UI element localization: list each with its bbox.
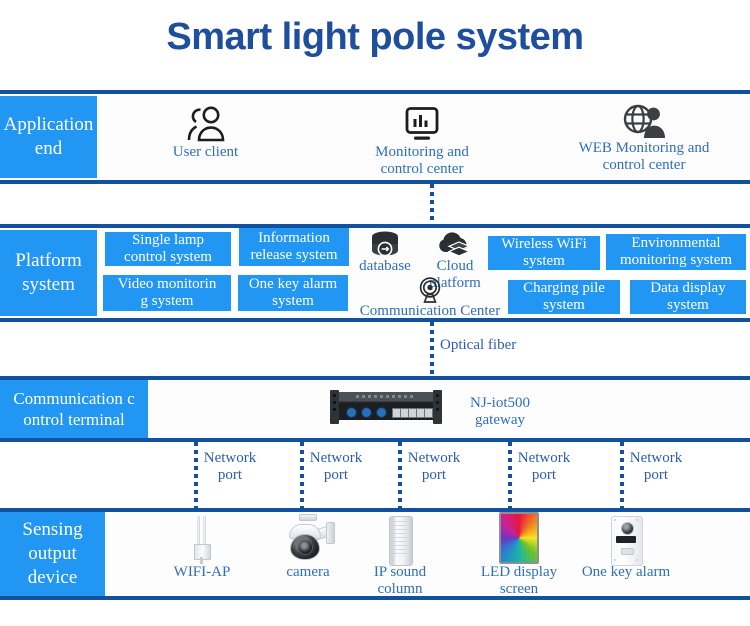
sensing-item-wifi-ap-caption: WIFI-AP xyxy=(173,564,231,580)
platform-item-communication-center: Communication Center xyxy=(341,277,519,320)
sensing-item-led-display-screen-caption: LED display screen xyxy=(480,564,558,598)
app-item-web-monitoring-center: WEB Monitoring and control center xyxy=(558,98,730,175)
connector-optical-fiber xyxy=(430,322,434,376)
platform-tag-environmental-monitoring-system[interactable]: Environmental monitoring system xyxy=(606,234,746,270)
sensing-item-led-display-screen: LED display screen xyxy=(470,508,568,599)
platform-tag-video-monitoring-system[interactable]: Video monitorin g system xyxy=(103,275,231,311)
connector-network-port-5 xyxy=(620,442,624,510)
cloud-icon xyxy=(420,228,490,258)
app-item-web-monitoring-center-caption: WEB Monitoring and control center xyxy=(578,140,710,174)
platform-tag-single-lamp-control-system[interactable]: Single lamp control system xyxy=(105,232,231,266)
ip-sound-column-icon xyxy=(362,512,438,566)
sensing-item-ip-sound-column-caption: IP sound column xyxy=(373,564,427,598)
antenna-signal-icon xyxy=(341,277,519,303)
monitor-chart-icon xyxy=(363,100,481,144)
sensing-item-one-key-alarm-caption: One key alarm xyxy=(581,564,671,580)
sensing-item-wifi-ap: WIFI-AP xyxy=(160,512,244,581)
platform-item-database-caption: database xyxy=(359,258,411,274)
platform-tag-information-release-system[interactable]: Information release system xyxy=(239,228,349,266)
connector-label-network-port-2: Network port xyxy=(309,450,363,483)
row-label-communication-control-terminal: Communication c ontrol terminal xyxy=(0,380,148,438)
connector-label-network-port-3: Network port xyxy=(407,450,461,483)
sensing-item-camera: camera xyxy=(266,512,350,581)
sensing-item-ip-sound-column: IP sound column xyxy=(362,512,438,599)
platform-item-communication-center-caption: Communication Center xyxy=(359,303,501,319)
wifi-ap-icon xyxy=(160,512,244,564)
connector-network-port-4 xyxy=(508,442,512,510)
row-label-application-end: Application end xyxy=(0,96,97,178)
gateway-device-icon xyxy=(330,388,442,424)
platform-item-cloud-platform: Cloud platform xyxy=(420,228,490,293)
ptz-camera-icon xyxy=(266,512,350,564)
row-label-sensing-output-device: Sensing output device xyxy=(0,512,105,596)
app-item-monitoring-center-caption: Monitoring and control center xyxy=(375,144,469,178)
sensing-item-one-key-alarm: One key alarm xyxy=(570,510,682,581)
application-end-band xyxy=(0,90,750,184)
app-item-user-client-caption: User client xyxy=(172,144,239,160)
connector-network-port-3 xyxy=(398,442,402,510)
users-icon xyxy=(148,100,263,144)
connector-label-network-port-4: Network port xyxy=(517,450,571,483)
platform-tag-charging-pile-system[interactable]: Charging pile system xyxy=(508,280,620,314)
app-item-user-client: User client xyxy=(148,100,263,161)
platform-item-database: database xyxy=(352,230,418,275)
connector-label-network-port-1: Network port xyxy=(203,450,257,483)
connector-label-optical-fiber: Optical fiber xyxy=(440,337,517,353)
platform-item-cloud-platform-caption: Cloud platform xyxy=(429,258,481,292)
one-key-alarm-icon xyxy=(570,510,682,566)
app-item-monitoring-center: Monitoring and control center xyxy=(363,100,481,179)
page-title: Smart light pole system xyxy=(166,16,584,58)
connector-label-network-port-5: Network port xyxy=(629,450,683,483)
database-icon xyxy=(352,230,418,258)
web-globe-person-icon xyxy=(558,98,730,140)
connector-application-platform xyxy=(430,184,434,224)
sensing-item-camera-caption: camera xyxy=(286,564,330,580)
platform-tag-one-key-alarm-system[interactable]: One key alarm system xyxy=(238,275,348,311)
led-display-icon xyxy=(470,508,568,564)
communication-item-gateway-caption: NJ-iot500 gateway xyxy=(470,395,530,429)
platform-tag-wireless-wifi-system[interactable]: Wireless WiFi system xyxy=(488,236,600,270)
row-label-platform-system: Platform system xyxy=(0,230,97,316)
connector-network-port-2 xyxy=(300,442,304,510)
communication-item-gateway-label: NJ-iot500 gateway xyxy=(452,395,548,430)
connector-network-port-1 xyxy=(194,442,198,510)
communication-item-gateway xyxy=(330,388,442,424)
platform-tag-data-display-system[interactable]: Data display system xyxy=(630,280,746,314)
